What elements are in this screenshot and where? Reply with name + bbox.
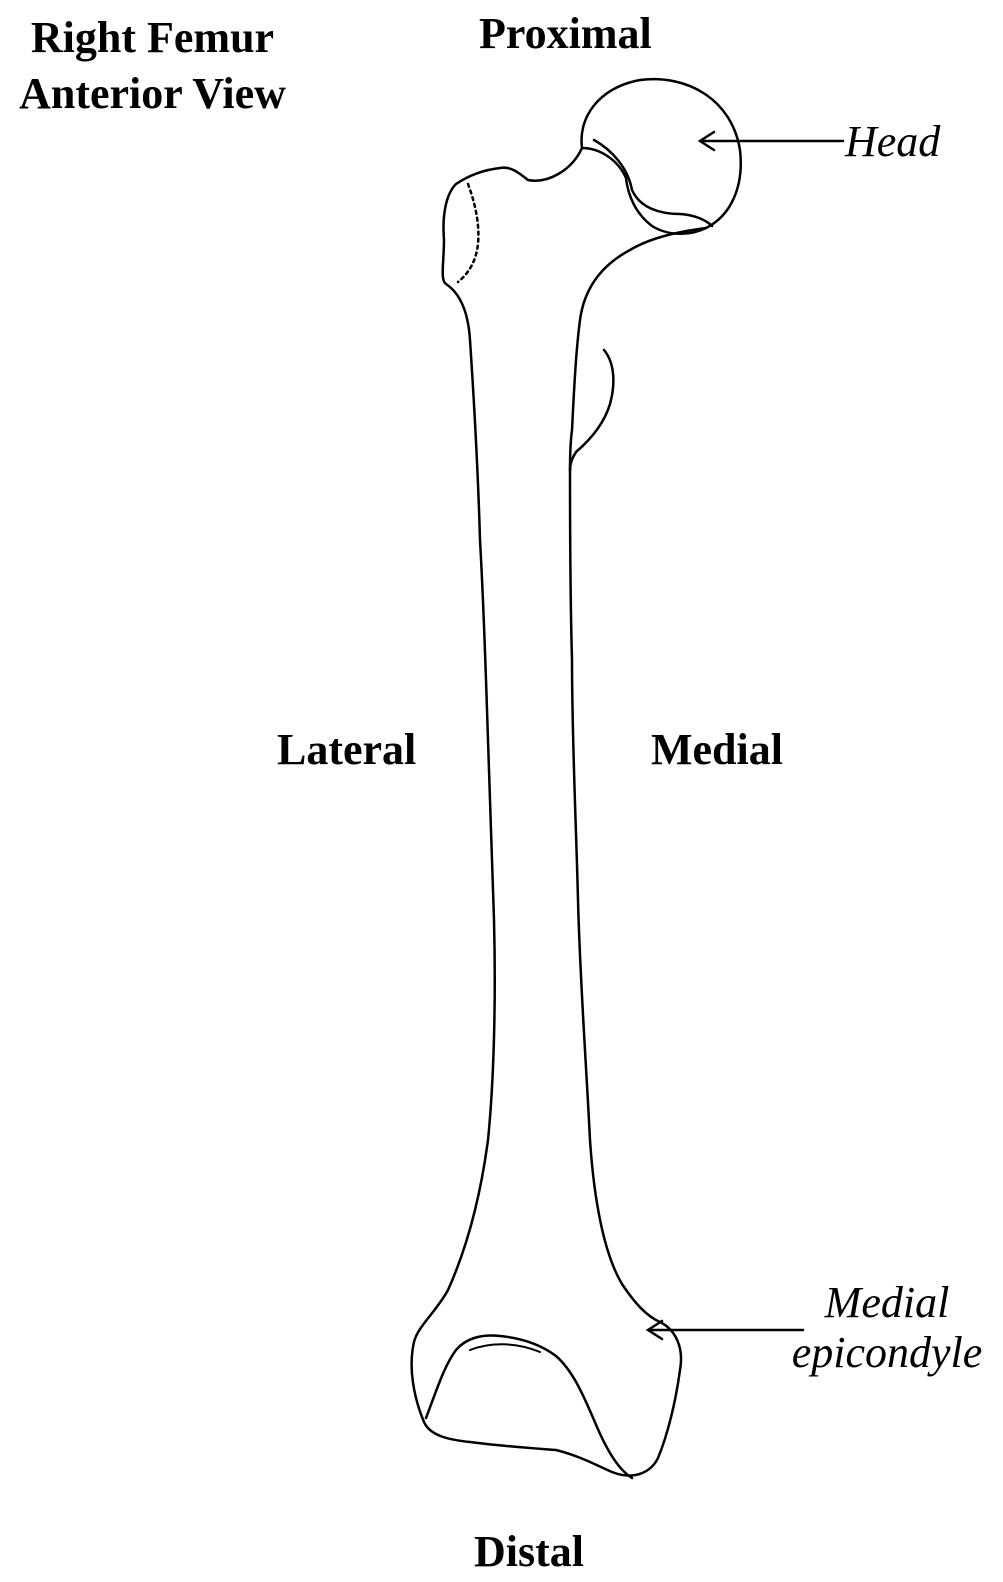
label-proximal: Proximal: [479, 9, 652, 58]
annotation-medial-epicondyle: Medial epicondyle: [776, 1278, 998, 1378]
label-medial: Medial: [651, 725, 783, 774]
femur-lateral-outline: [410, 146, 683, 1477]
annotation-medial-epicondyle-line-1: Medial: [824, 1278, 950, 1327]
condyle-notch-outline: [424, 1334, 634, 1480]
title-line-1: Right Femur: [30, 13, 275, 62]
diagram-title: Right Femur Anterior View: [0, 10, 305, 122]
annotation-medial-epicondyle-line-2: epicondyle: [791, 1328, 983, 1377]
condyle-inner-detail: [469, 1343, 541, 1353]
femoral-head-outline: [580, 77, 742, 235]
label-lateral: Lateral: [277, 725, 417, 774]
head-arrow-head: [697, 130, 716, 152]
annotation-head: Head: [845, 117, 941, 166]
femur-medial-neck-outline: [568, 226, 708, 472]
title-line-2: Anterior View: [19, 69, 286, 118]
greater-trochanter-detail: [456, 182, 480, 284]
label-distal: Distal: [474, 1527, 584, 1576]
lesser-trochanter-outline: [568, 348, 615, 472]
head-neck-junction: [592, 138, 714, 228]
epicondyle-arrow-head: [645, 1319, 664, 1341]
